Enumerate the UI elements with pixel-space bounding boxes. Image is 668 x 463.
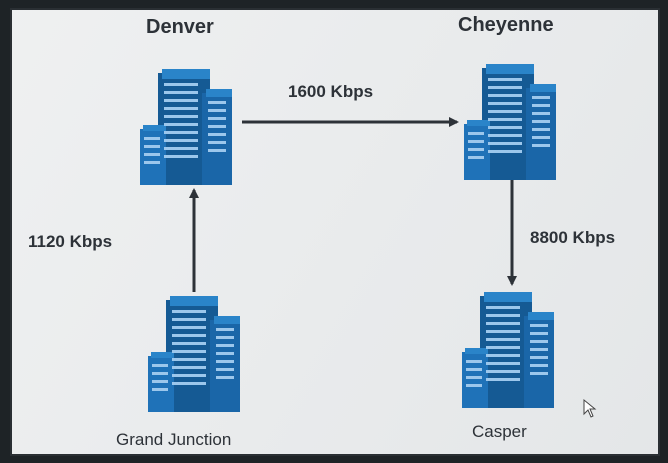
mouse-pointer-icon (583, 398, 597, 418)
network-diagram (140, 64, 597, 418)
casper-building-icon (462, 292, 554, 408)
link-label-grand-junction-denver: 1120 Kbps (28, 232, 113, 251)
diagram-screen: Denver Cheyenne Grand Junction Casper 16… (10, 8, 660, 456)
cheyenne-building-icon (464, 64, 556, 180)
node-label-cheyenne: Cheyenne (458, 14, 554, 36)
link-label-cheyenne-casper: 8800 Kbps (530, 228, 616, 247)
grand-junction-building-icon (148, 296, 240, 412)
node-label-denver: Denver (146, 16, 214, 38)
link-label-denver-cheyenne: 1600 Kbps (288, 82, 374, 101)
denver-building-icon (140, 69, 232, 185)
node-label-grand-junction: Grand Junction (116, 430, 232, 449)
node-label-casper: Casper (472, 422, 527, 441)
